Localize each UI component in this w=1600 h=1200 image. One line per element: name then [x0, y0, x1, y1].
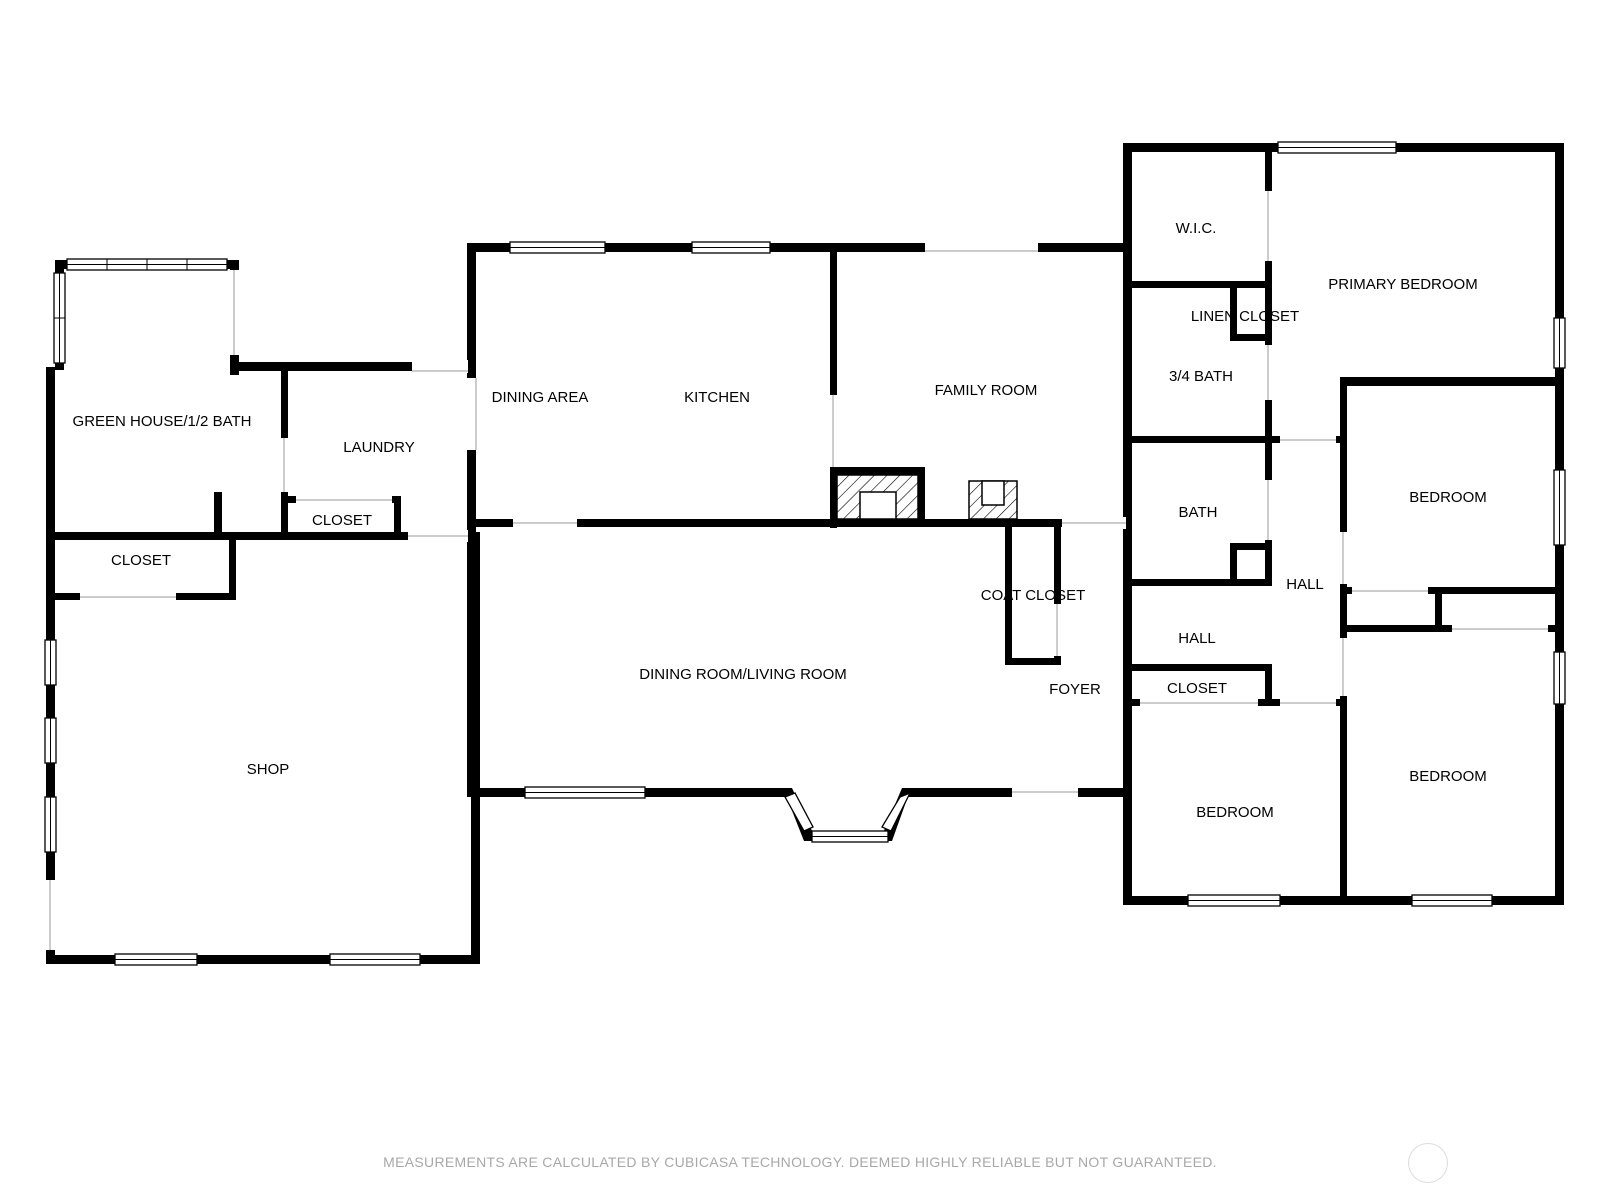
room-label-coat-closet: COAT CLOSET [981, 587, 1085, 604]
room-label-bath: BATH [1179, 504, 1218, 521]
room-label-dining-living: DINING ROOM/LIVING ROOM [639, 666, 847, 683]
room-label-primary-bedroom: PRIMARY BEDROOM [1328, 276, 1477, 293]
room-label-dining-area: DINING AREA [492, 389, 589, 406]
window [811, 830, 889, 843]
room-labels: W.I.C. PRIMARY BEDROOM LINEN CLOSET 3/4 … [73, 220, 1487, 821]
walls [46, 143, 1564, 964]
window [524, 786, 646, 799]
room-label-family-room: FAMILY ROOM [935, 382, 1038, 399]
watermark-logo-icon [1408, 1143, 1448, 1183]
measurement-disclaimer: MEASUREMENTS ARE CALCULATED BY CUBICASA … [383, 1154, 1217, 1170]
chimney [968, 480, 1018, 520]
window [1411, 894, 1493, 907]
window [114, 953, 198, 966]
window [1187, 894, 1281, 907]
room-label-hall-closet: CLOSET [1167, 680, 1227, 697]
room-label-bedroom-lower-right: BEDROOM [1409, 768, 1487, 785]
room-label-three-quarter-bath: 3/4 BATH [1169, 368, 1233, 385]
window [1553, 469, 1566, 546]
window [329, 953, 421, 966]
room-label-laundry: LAUNDRY [343, 439, 414, 456]
room-label-bedroom-upper-right: BEDROOM [1409, 489, 1487, 506]
room-label-wic: W.I.C. [1176, 220, 1217, 237]
window [1553, 651, 1566, 705]
room-label-hall-vertical: HALL [1286, 576, 1324, 593]
room-label-shop-closet: CLOSET [111, 552, 171, 569]
window [784, 792, 814, 832]
window [44, 639, 57, 686]
windows [44, 141, 1566, 966]
room-label-hall: HALL [1178, 630, 1216, 647]
door-openings [44, 191, 1548, 950]
window [66, 258, 228, 271]
room-label-green-house: GREEN HOUSE/1/2 BATH [73, 413, 252, 430]
window [1553, 317, 1566, 369]
window [44, 717, 57, 764]
room-label-bedroom-lower-middle: BEDROOM [1196, 804, 1274, 821]
fireplace [836, 474, 919, 520]
room-label-laundry-closet: CLOSET [312, 512, 372, 529]
room-label-foyer: FOYER [1049, 681, 1101, 698]
window [53, 272, 66, 364]
window [1277, 141, 1397, 154]
room-label-shop: SHOP [247, 761, 290, 778]
window [44, 796, 57, 853]
window [691, 241, 771, 254]
window [509, 241, 606, 254]
room-label-linen-closet: LINEN CLOSET [1191, 308, 1299, 325]
window [881, 791, 912, 832]
room-label-kitchen: KITCHEN [684, 389, 750, 406]
